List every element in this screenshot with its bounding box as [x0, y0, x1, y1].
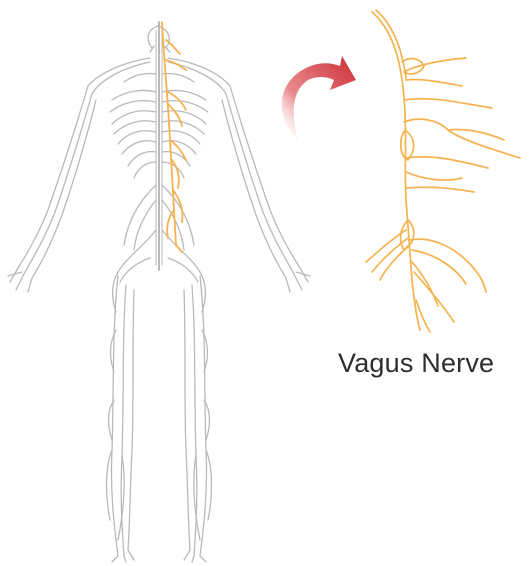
vagus-nerve-body-overlay	[162, 22, 186, 252]
curved-arrow-icon	[282, 56, 356, 140]
vagus-nerve-closeup-illustration	[366, 10, 520, 332]
body-nervous-system-illustration	[8, 22, 310, 562]
vagus-nerve-caption: Vagus Nerve	[338, 348, 494, 379]
